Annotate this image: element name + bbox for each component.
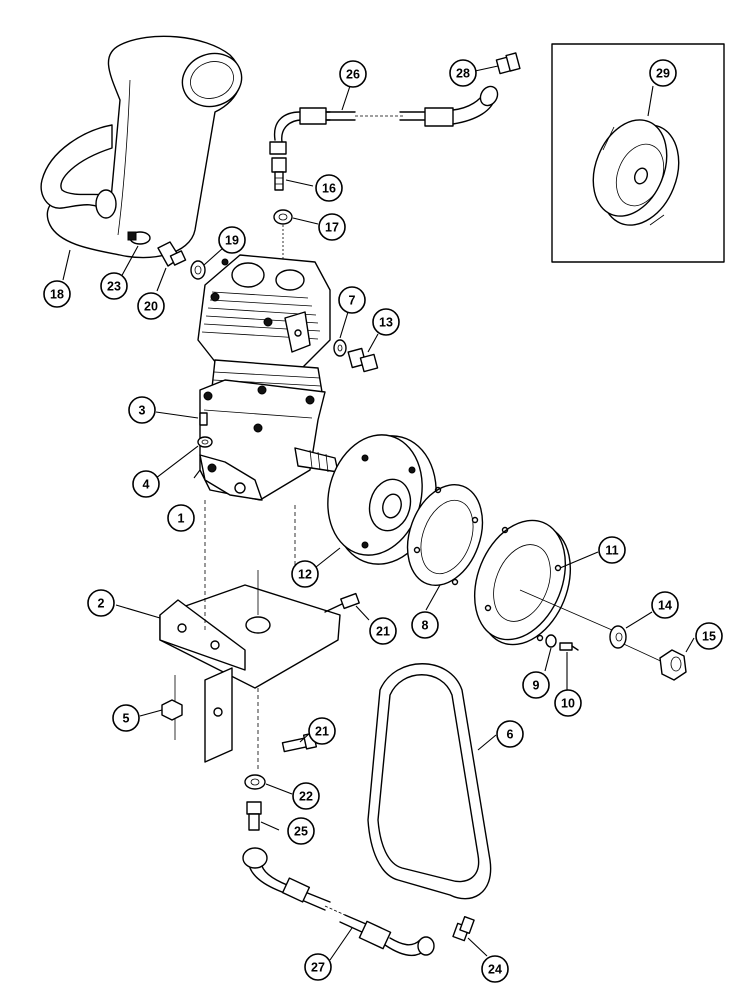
callout-label: 28 <box>456 67 470 81</box>
callout-10: 10 <box>554 689 582 717</box>
callout-label: 29 <box>656 67 670 81</box>
callout-18: 18 <box>43 280 71 308</box>
bolt-21-upper <box>324 592 360 613</box>
callout-4: 4 <box>132 470 160 498</box>
callout-label: 16 <box>322 182 336 196</box>
callout-label: 3 <box>139 404 146 418</box>
callout-17: 17 <box>318 213 346 241</box>
callout-16: 16 <box>315 174 343 202</box>
callout-label: 2 <box>98 597 105 611</box>
callout-28: 28 <box>449 59 477 87</box>
mounting-bracket-2 <box>159 584 341 763</box>
inset-pulley-box <box>551 43 725 263</box>
drive-belt-6 <box>367 663 492 900</box>
callout-7: 7 <box>338 286 366 314</box>
callout-label: 7 <box>349 294 356 308</box>
callout-label: 21 <box>376 625 390 639</box>
callout-3: 3 <box>128 396 156 424</box>
hose-clamp-23 <box>127 231 151 245</box>
callout-2: 2 <box>87 589 115 617</box>
callout-label: 11 <box>605 544 618 558</box>
callout-label: 18 <box>50 288 64 302</box>
washer-17 <box>273 209 293 225</box>
pulley-29 <box>592 119 680 226</box>
callout-label: 15 <box>702 630 716 644</box>
callout-label: 27 <box>311 961 325 975</box>
leader-lines <box>62 65 695 961</box>
washer-14 <box>609 625 627 649</box>
bolt-10 <box>559 642 579 651</box>
washer-9 <box>545 634 557 648</box>
callout-13: 13 <box>372 308 400 336</box>
callout-label: 26 <box>346 68 360 82</box>
washer-7 <box>333 339 347 357</box>
callout-21-upper: 21 <box>369 617 397 645</box>
compressor-crankcase <box>199 379 339 501</box>
elbow-fitting-20 <box>157 241 187 267</box>
air-pipe-27 <box>242 847 435 957</box>
washer-22 <box>244 774 266 790</box>
callout-label: 5 <box>123 712 130 726</box>
callout-label: 9 <box>533 679 540 693</box>
callout-26: 26 <box>339 60 367 88</box>
callout-12: 12 <box>291 560 319 588</box>
nut-5 <box>161 699 183 721</box>
callout-23: 23 <box>100 272 128 300</box>
gasket-8 <box>406 483 484 587</box>
callout-label: 4 <box>143 478 150 492</box>
callout-20: 20 <box>137 292 165 320</box>
callout-29: 29 <box>649 59 677 87</box>
callout-8: 8 <box>411 611 439 639</box>
callout-label: 22 <box>299 790 313 804</box>
callout-label: 23 <box>107 280 121 294</box>
washer-4 <box>197 436 213 448</box>
callout-11: 11 <box>598 536 626 564</box>
callout-label: 13 <box>379 316 393 330</box>
callout-15: 15 <box>695 622 723 650</box>
callout-27: 27 <box>304 953 332 981</box>
callout-label: 25 <box>294 825 308 839</box>
callout-label: 10 <box>561 697 575 711</box>
callout-label: 24 <box>488 963 502 977</box>
adapter-24 <box>452 916 475 942</box>
union-fitting-16 <box>269 141 287 191</box>
bolt-3 <box>199 412 208 426</box>
callout-label: 8 <box>422 619 429 633</box>
callout-6: 6 <box>496 720 524 748</box>
callout-label: 19 <box>225 234 239 248</box>
callout-label: 12 <box>298 568 312 582</box>
intake-hose-18 <box>40 35 243 259</box>
callout-25: 25 <box>287 817 315 845</box>
air-pipe-26 <box>273 85 499 143</box>
callout-24: 24 <box>481 955 509 983</box>
nut-15 <box>659 649 687 681</box>
callout-label: 6 <box>507 728 514 742</box>
inset-frame <box>551 43 725 263</box>
fitting-13 <box>347 347 379 373</box>
compressor-head <box>197 254 331 371</box>
callout-label: 20 <box>144 300 158 314</box>
callout-label: 17 <box>325 221 339 235</box>
callout-label: 14 <box>658 599 672 613</box>
fitting-25 <box>246 801 262 831</box>
adapter-28 <box>495 52 521 75</box>
callout-19: 19 <box>218 226 246 254</box>
callout-label: 21 <box>315 725 329 739</box>
callout-5: 5 <box>112 704 140 732</box>
cover-plate-11 <box>473 519 572 646</box>
callout-22: 22 <box>292 782 320 810</box>
washer-19 <box>190 260 206 280</box>
callout-21-lower: 21 <box>308 717 336 745</box>
callout-1: 1 <box>167 504 195 532</box>
callout-9: 9 <box>522 671 550 699</box>
callout-14: 14 <box>651 591 679 619</box>
callout-label: 1 <box>178 512 185 526</box>
